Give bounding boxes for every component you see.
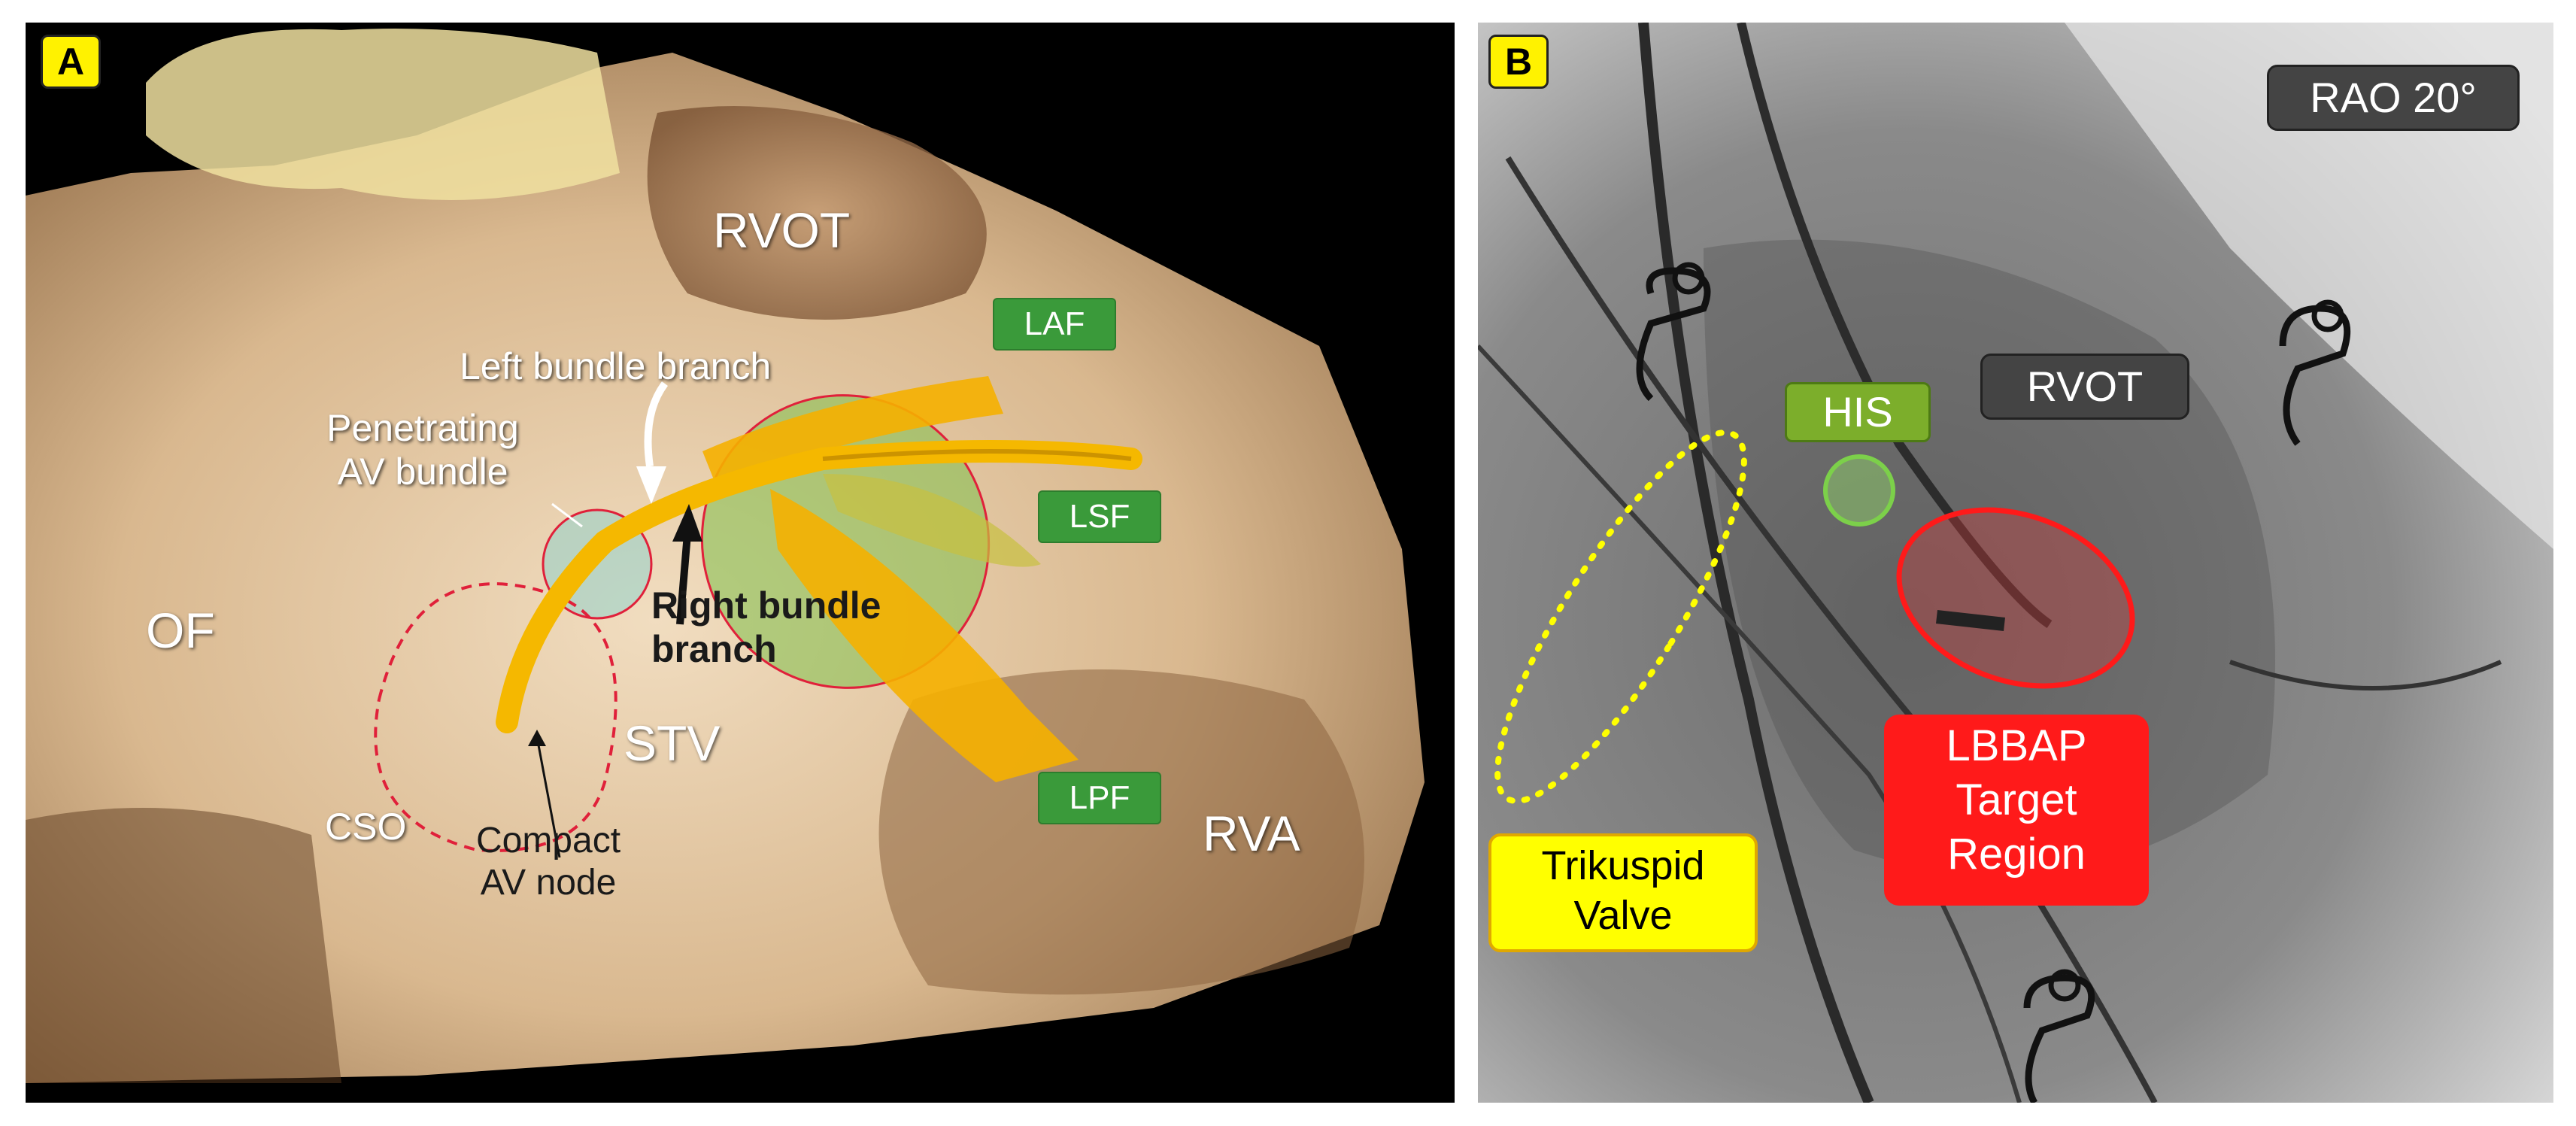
panel-b-tag: B	[1488, 35, 1549, 89]
label-of: OF	[146, 602, 215, 658]
label-lpf: LPF	[1038, 772, 1161, 824]
label-left-bundle-branch: Left bundle branch	[460, 345, 772, 387]
tricuspid-line-2: Valve	[1573, 893, 1673, 938]
label-stv: STV	[624, 715, 721, 771]
compact-line-1: Compact	[475, 821, 621, 860]
panel-b-fluoroscopy: B RAO 20° RVOT HIS Trikuspid Valve LBBAP…	[1478, 23, 2553, 1103]
penetrating-line-2: AV bundle	[337, 451, 508, 493]
label-right-bundle-branch: Right bundle branch	[651, 584, 881, 671]
label-tricuspid-valve: Trikuspid Valve	[1488, 833, 1758, 952]
left-bundle-arrow	[644, 381, 669, 467]
right-bundle-line-1: Right bundle	[651, 584, 881, 627]
lbbap-line-3: Region	[1947, 830, 2086, 879]
label-penetrating-av-bundle: Penetrating AV bundle	[295, 406, 551, 493]
label-his: HIS	[1785, 382, 1931, 442]
label-rvot-b: RVOT	[1980, 354, 2189, 420]
compact-line-2: AV node	[480, 863, 617, 903]
tricuspid-line-1: Trikuspid	[1541, 843, 1705, 888]
label-laf: LAF	[993, 298, 1116, 351]
label-rva: RVA	[1203, 806, 1300, 861]
label-rao-view: RAO 20°	[2267, 65, 2520, 131]
label-compact-av-node: Compact AV node	[443, 820, 654, 904]
panel-a-tag: A	[41, 35, 101, 89]
label-rvot-a: RVOT	[713, 202, 851, 258]
label-cso: CSO	[325, 806, 407, 848]
lbbap-line-1: LBBAP	[1946, 721, 2087, 770]
heart-specimen-illustration	[26, 29, 1425, 1083]
label-lbbap-target-region: LBBAP Target Region	[1884, 715, 2149, 906]
penetrating-line-1: Penetrating	[326, 407, 519, 449]
panel-a-anatomy: A RVOT OF STV CSO RVA Left bundle branch…	[26, 23, 1455, 1103]
right-bundle-line-2: branch	[651, 628, 777, 670]
lbbap-line-2: Target	[1956, 775, 2077, 824]
label-lsf: LSF	[1038, 490, 1161, 543]
